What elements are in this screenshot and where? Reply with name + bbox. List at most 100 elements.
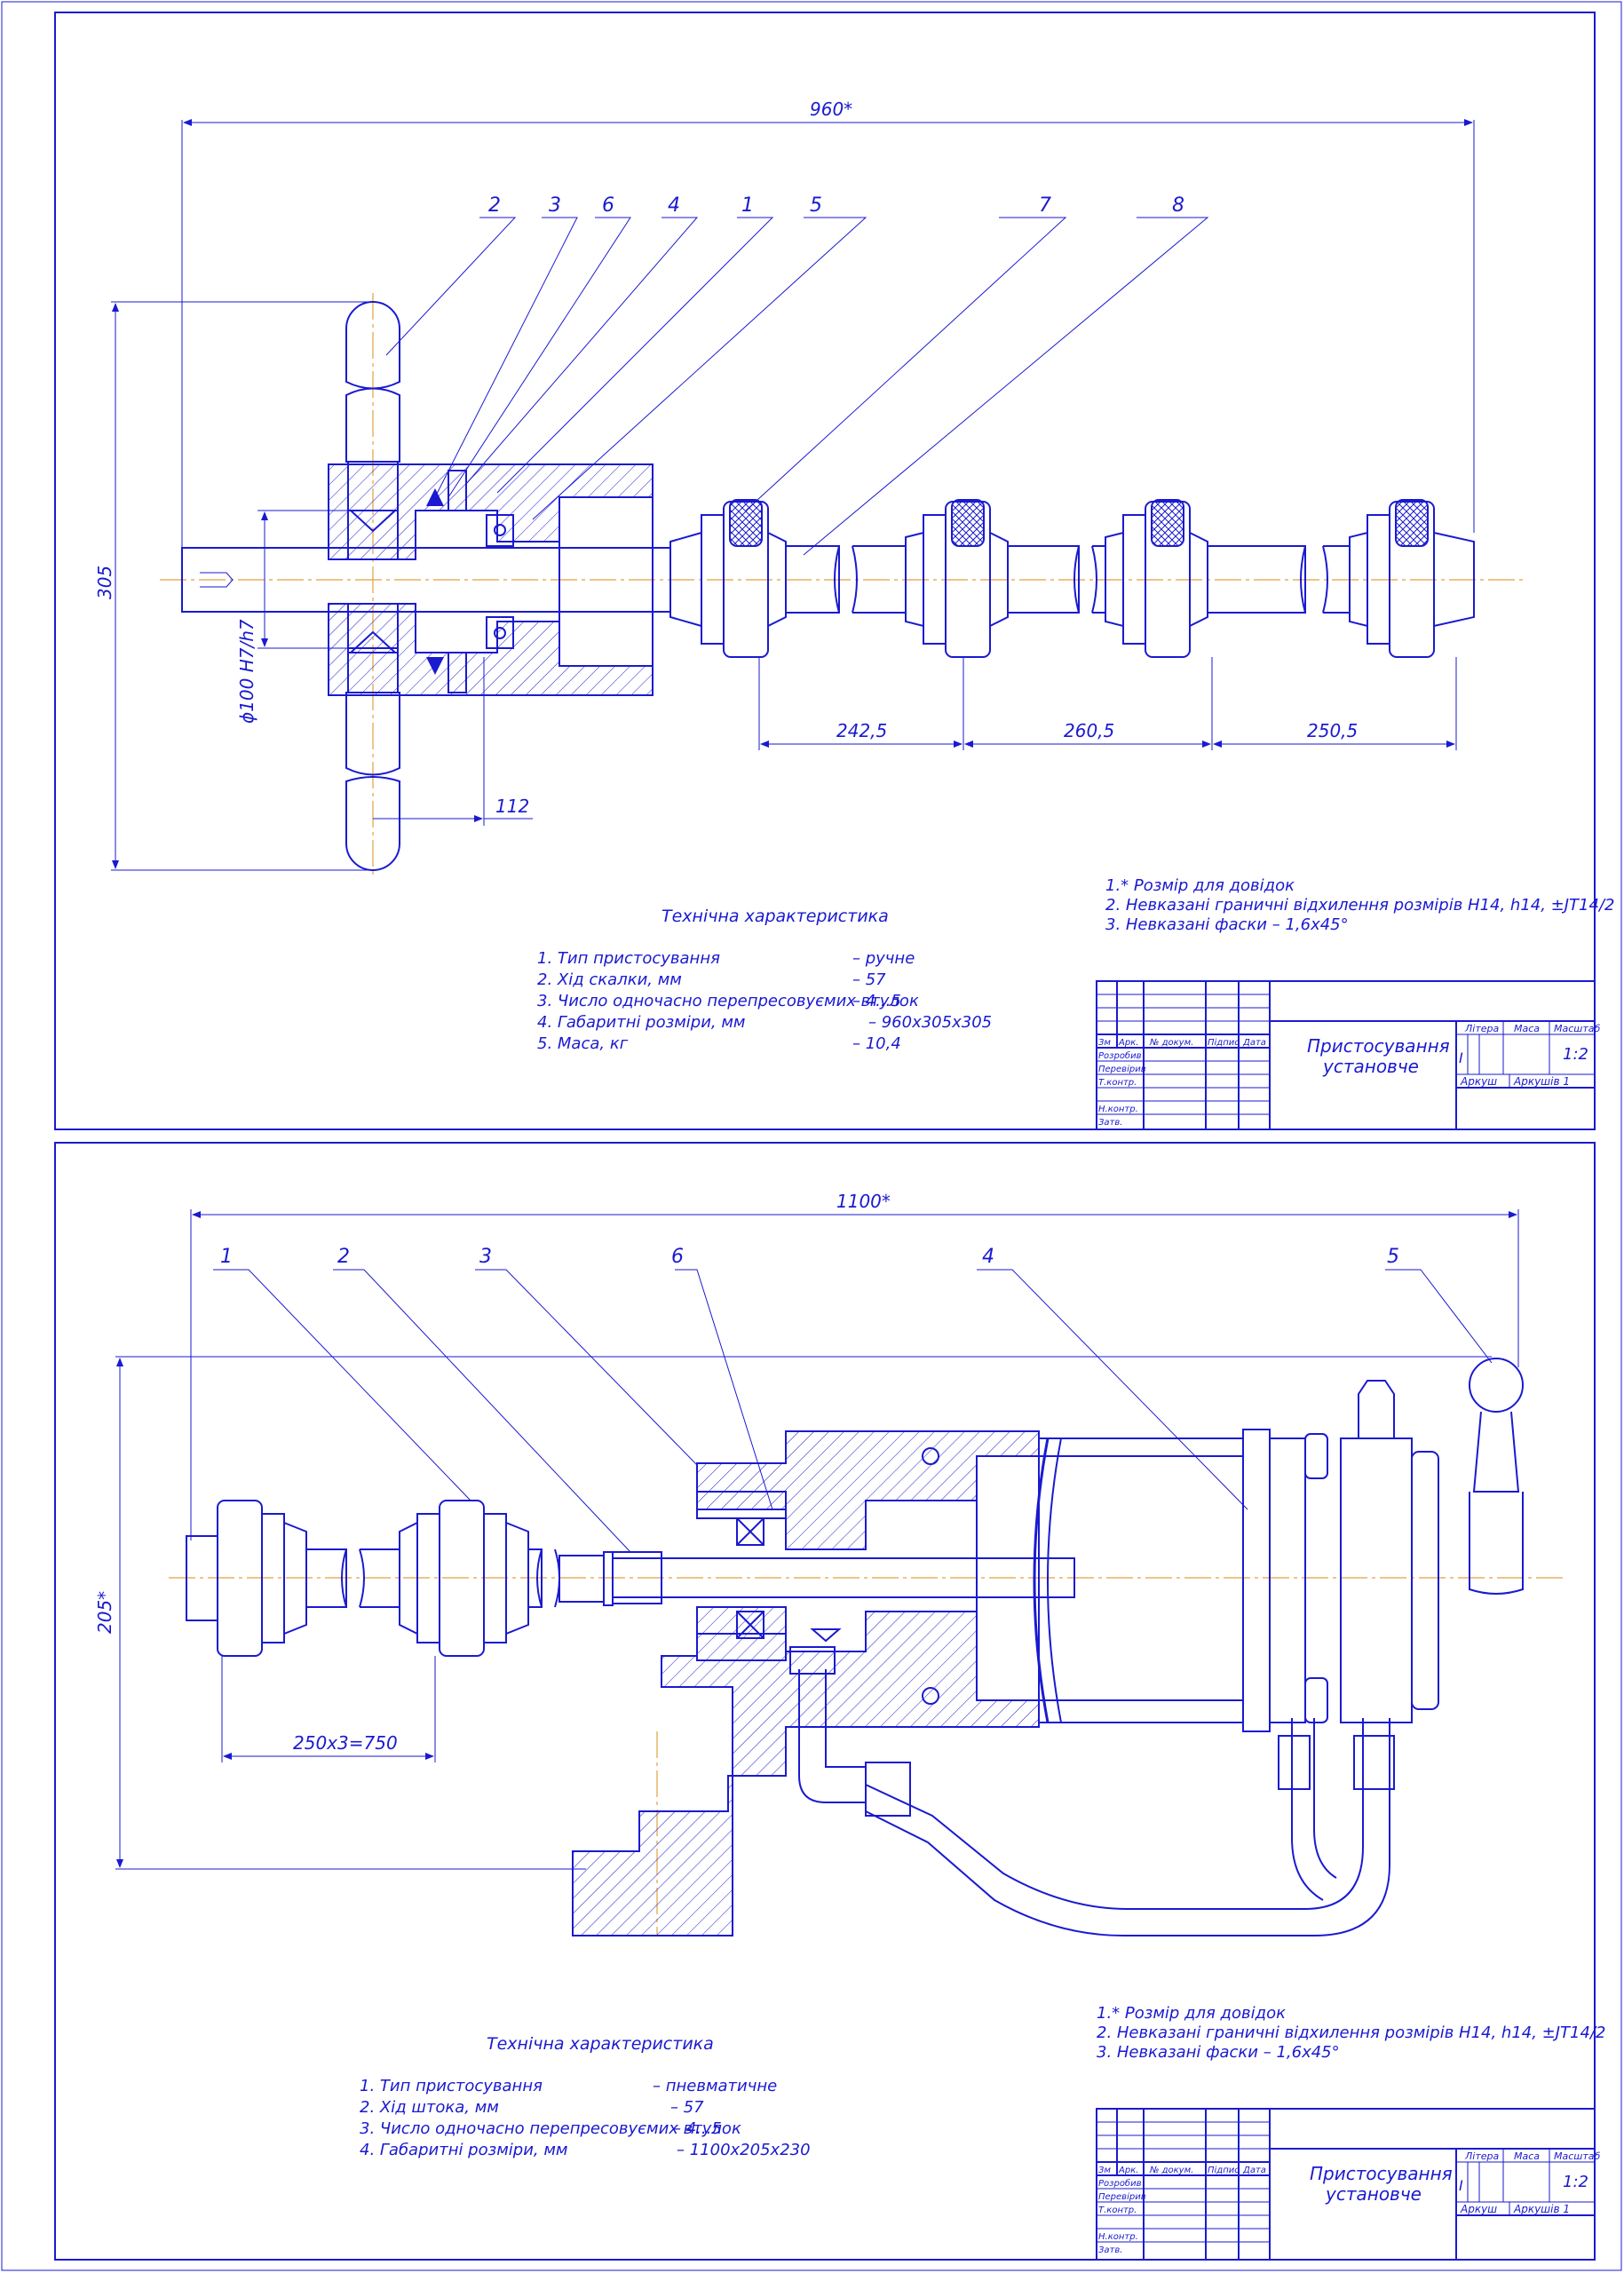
dim-bore-fit: ϕ100 H7/h7	[236, 619, 257, 724]
spec-value: – пневматичне	[653, 2077, 777, 2095]
tb-col-header: Підпис	[1208, 2165, 1240, 2175]
tb-row-label: Перевірив	[1098, 1064, 1146, 1074]
tb-col-header: Дата	[1242, 2166, 1266, 2175]
sheet-1-frame	[54, 12, 1596, 1130]
spec-label: 3. Число одночасно перепресовуємих втуло…	[537, 992, 919, 1010]
spec-label: 1. Тип пристосування	[360, 2077, 543, 2095]
tb-name: Пристосування	[1307, 1035, 1450, 1057]
callout-2: 2	[337, 1246, 350, 1268]
tech-title: Технічна характеристика	[487, 2034, 714, 2054]
spec-value: – 57	[670, 2098, 704, 2117]
spec-value: – 57	[852, 970, 886, 989]
tb-sheets: Аркушів 1	[1513, 2203, 1570, 2215]
tb-row-label: Перевірив	[1098, 2191, 1146, 2202]
note: 3. Невказані фаски – 1,6х45°	[1097, 2043, 1340, 2062]
tb-litera: І	[1459, 1049, 1463, 1066]
tb-row-label: Т.контр.	[1098, 2206, 1137, 2215]
tb-mass-header: Маса	[1514, 1023, 1540, 1034]
tb-litera: І	[1459, 2177, 1463, 2194]
spec-label: 4. Габаритні розміри, мм	[537, 1013, 746, 1032]
tb-scale-header: Масштаб	[1554, 2150, 1600, 2162]
tb-col-header: Зм	[1098, 2166, 1111, 2175]
dim-pitch-3: 250,5	[1307, 720, 1358, 741]
dim-offset: 112	[495, 796, 529, 817]
title-block-1	[1096, 980, 1596, 1130]
tb-row-label: Н.контр.	[1098, 2232, 1138, 2242]
dim-pitch: 250х3=750	[293, 1732, 398, 1754]
spec-value: – 4...5	[852, 992, 901, 1010]
tech-title: Технічна характеристика	[661, 907, 889, 926]
tb-name: установче	[1322, 1056, 1419, 1077]
dim-overall-height: 305	[94, 566, 115, 599]
housing	[328, 463, 654, 696]
leaders-sheet-2	[213, 1269, 1493, 1553]
tb-sheets: Аркушів 1	[1513, 1075, 1570, 1088]
tb-sheet: Аркуш	[1460, 1075, 1497, 1088]
tb-row-label: Т.контр.	[1098, 1078, 1137, 1088]
callout-4: 4	[982, 1246, 994, 1268]
tb-scale: 1:2	[1563, 1045, 1588, 1064]
tb-sheet: Аркуш	[1460, 2203, 1497, 2215]
callout-7: 7	[1039, 194, 1051, 217]
spec-value: – 4...5	[673, 2119, 722, 2138]
callout-8: 8	[1172, 194, 1184, 217]
cylinder-body	[572, 1430, 1040, 1936]
spec-value: – 10,4	[852, 1034, 901, 1053]
tb-col-header: Арк.	[1118, 2166, 1138, 2175]
callout-1: 1	[220, 1246, 233, 1268]
note: 1.* Розмір для довідок	[1097, 2004, 1286, 2023]
tb-litera-header: Літера	[1464, 2150, 1499, 2162]
hose	[789, 1646, 1395, 1936]
callout-6: 6	[671, 1246, 684, 1268]
tb-mass-header: Маса	[1514, 2150, 1540, 2162]
spec-label: 2. Хід штока, мм	[360, 2098, 499, 2117]
spec-value: – ручне	[852, 949, 915, 968]
spec-label: 3. Число одночасно перепресовуємих втуло…	[360, 2119, 741, 2138]
spec-label: 1. Тип пристосування	[537, 949, 720, 968]
callout-5: 5	[810, 194, 822, 217]
callout-5: 5	[1387, 1246, 1399, 1268]
tb-name: Пристосування	[1310, 2163, 1453, 2184]
bushing-stack	[669, 499, 1475, 658]
spec-value: – 1100х205х230	[677, 2141, 811, 2159]
leaders-sheet-1	[385, 217, 1209, 556]
tb-col-header: № докум.	[1149, 2166, 1193, 2175]
tb-name: установче	[1325, 2183, 1422, 2205]
dim-overall-length: 960*	[810, 99, 852, 120]
tb-row-label: Розробив	[1098, 2178, 1142, 2189]
callout-3: 3	[549, 194, 561, 217]
tb-col-header: Підпис	[1208, 1037, 1240, 1048]
callout-3: 3	[479, 1246, 492, 1268]
spec-label: 5. Маса, кг	[537, 1034, 629, 1053]
tb-col-header: Арк.	[1118, 1038, 1138, 1048]
tb-row-label: Н.контр.	[1098, 1105, 1138, 1114]
sheet-2: 1 2 3 6 4 5 1100* 205* 250х3=750 Технічн…	[54, 1142, 1605, 2261]
note: 2. Невказані граничні відхилення розмірі…	[1105, 896, 1614, 915]
note: 2. Невказані граничні відхилення розмірі…	[1097, 2024, 1605, 2042]
note: 1.* Розмір для довідок	[1105, 876, 1295, 895]
dim-overall-length: 1100*	[836, 1191, 891, 1212]
note: 3. Невказані фаски – 1,6х45°	[1105, 915, 1349, 934]
tb-scale-header: Масштаб	[1554, 1023, 1600, 1034]
tb-col-header: № докум.	[1149, 1038, 1193, 1048]
spec-label: 4. Габаритні розміри, мм	[360, 2141, 568, 2159]
tb-scale: 1:2	[1563, 2173, 1588, 2191]
callout-4: 4	[668, 194, 680, 217]
lever	[1469, 1358, 1524, 1595]
callout-2: 2	[488, 194, 501, 217]
dimensions-sheet-2	[115, 1209, 1519, 1870]
callout-1: 1	[741, 194, 754, 217]
dim-pitch-1: 242,5	[836, 720, 887, 741]
tb-row-label: Розробив	[1098, 1050, 1142, 1061]
dim-pitch-2: 260,5	[1064, 720, 1114, 741]
cylinder	[1033, 1380, 1439, 1732]
title-block-2	[1096, 2108, 1596, 2261]
dimensions-sheet-1	[111, 119, 1475, 871]
callout-6: 6	[602, 194, 614, 217]
tb-col-header: Зм	[1098, 1038, 1111, 1048]
spec-value: – 960х305х305	[868, 1013, 992, 1032]
sheet-2-frame	[54, 1142, 1596, 2261]
spec-label: 2. Хід скалки, мм	[537, 970, 682, 989]
